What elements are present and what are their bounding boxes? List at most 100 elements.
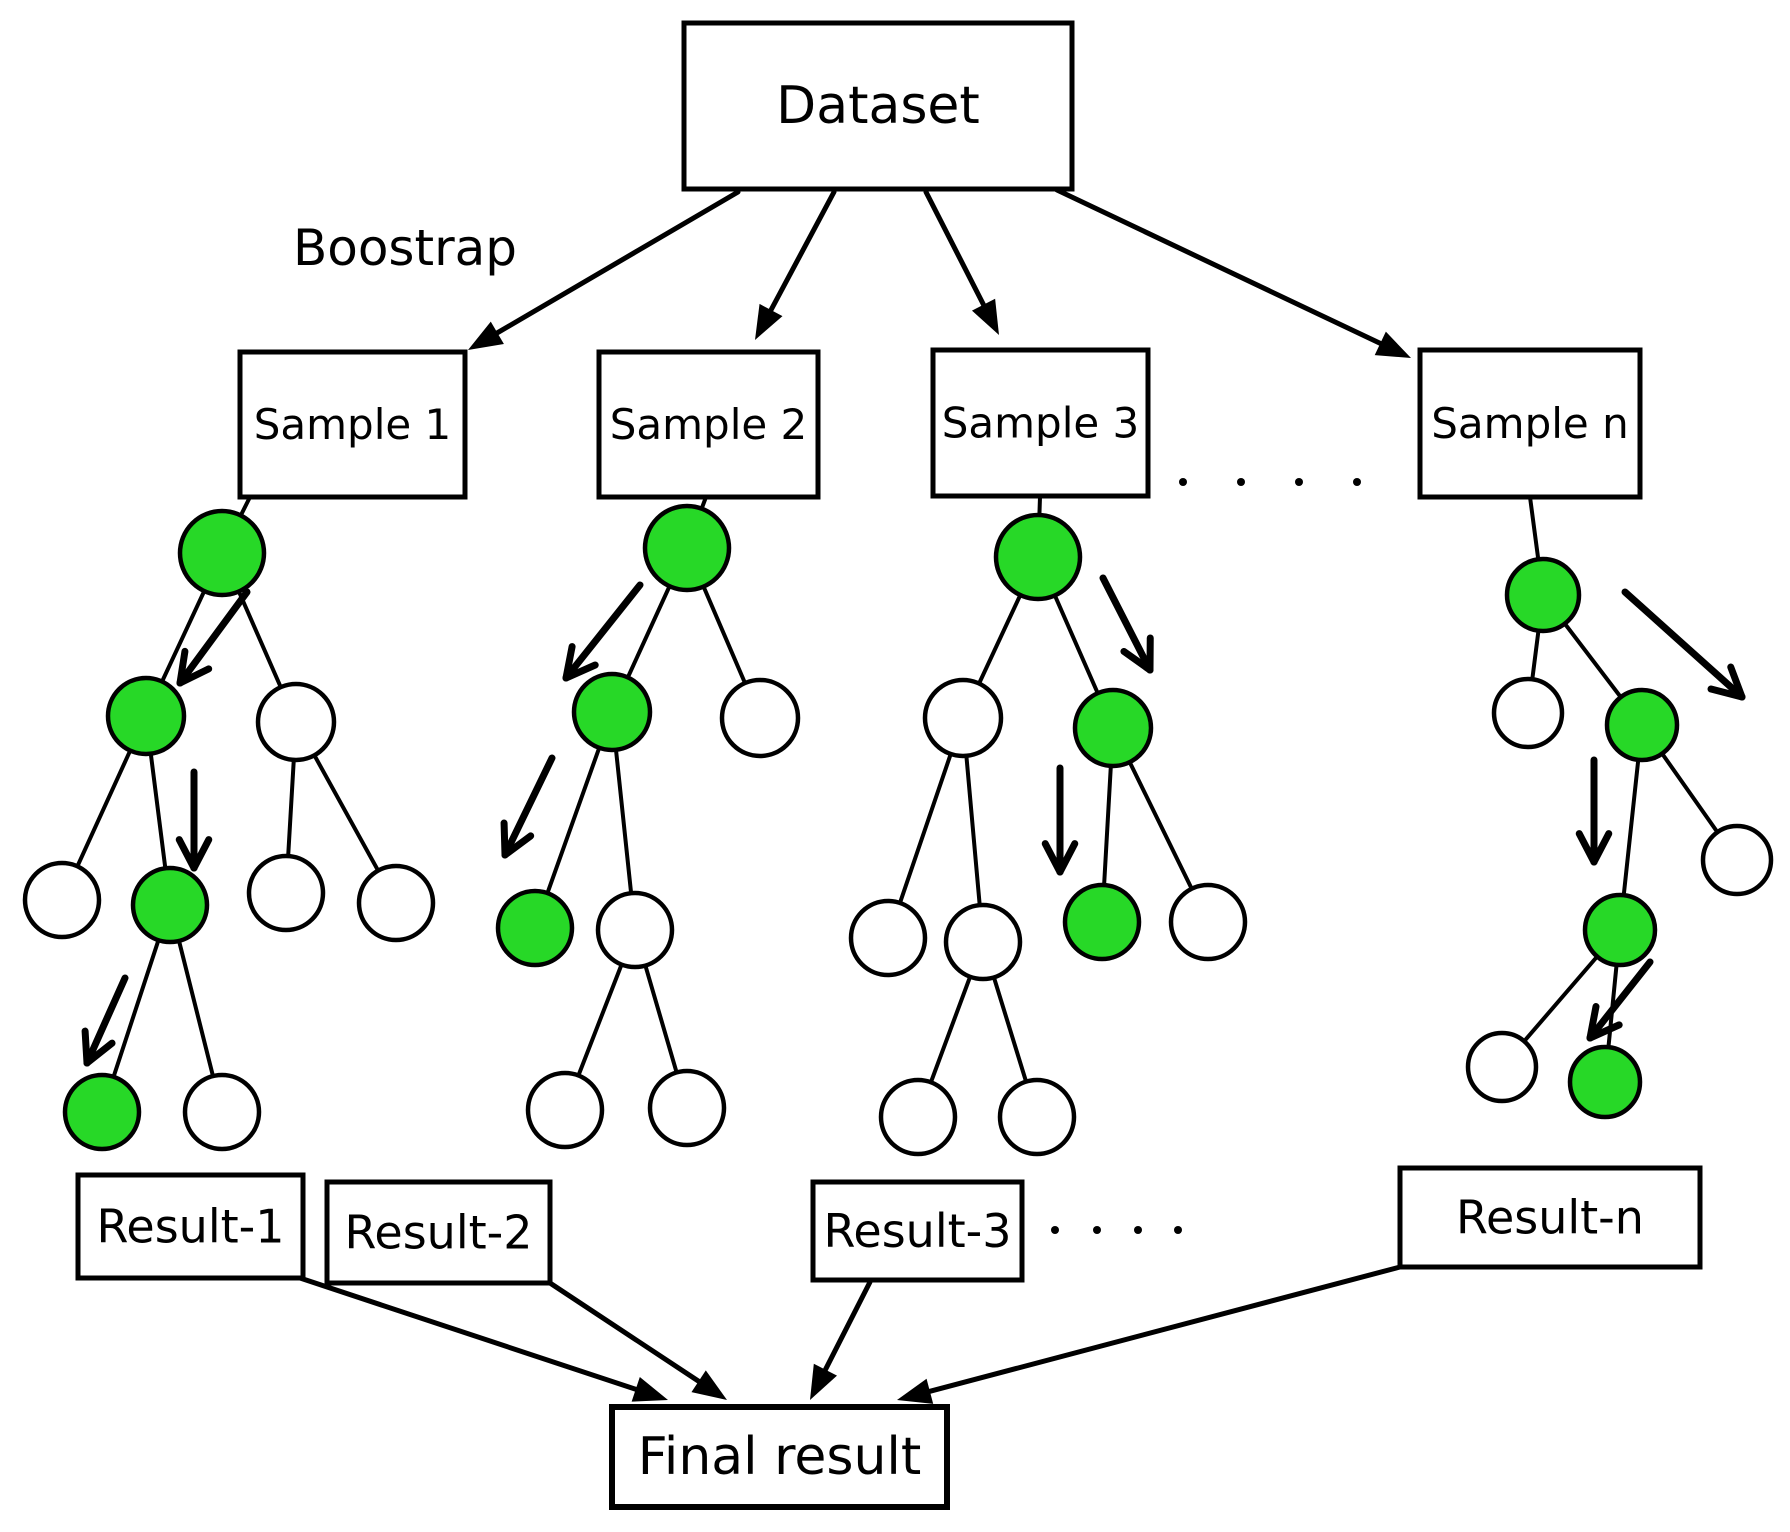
bootstrap-arrow-3-head: [971, 298, 999, 335]
result-3-label: Result-3: [824, 1204, 1012, 1258]
tree-3-path-arrow-2: [1041, 764, 1079, 876]
bootstrap-arrow-3: [923, 189, 999, 335]
ellipsis-results-dot-3: [1134, 1226, 1142, 1234]
sample-3-label: Sample 3: [942, 399, 1140, 448]
ellipsis-results-dot-4: [1174, 1226, 1182, 1234]
result-1-label: Result-1: [97, 1200, 285, 1254]
tree-2-node-1-highlighted: [642, 503, 732, 593]
tree-1-path-arrow-1: [176, 588, 251, 687]
result-arrow-3-shaft: [822, 1279, 873, 1373]
tree-1-node-8-highlighted: [62, 1072, 142, 1152]
tree-2-path-arrow-2-head-left: [500, 819, 509, 859]
bootstrap-label: Boostrap: [293, 219, 517, 277]
tree-1-path-arrow-1-shaft: [176, 588, 251, 687]
result-arrow-2: [547, 1280, 727, 1400]
ellipsis-results-dot-1: [1051, 1226, 1059, 1234]
tree-2-path-arrow-2: [500, 754, 556, 859]
tree-n-path-arrow-3-shaft: [1586, 958, 1654, 1042]
tree-1-path-arrow-2: [175, 768, 213, 872]
tree-n-node-2: [1491, 676, 1565, 750]
bootstrap-arrow-1: [468, 189, 741, 350]
tree-3-node-5: [943, 902, 1023, 982]
bootstrap-arrow-4: [1054, 187, 1411, 358]
bootstrap-arrow-2: [755, 189, 837, 340]
ellipsis-samples-row: [1179, 478, 1361, 486]
tree-3-node-7: [1168, 882, 1248, 962]
tree-2-node-3: [719, 677, 801, 759]
tree-1-node-4: [22, 860, 102, 940]
result-arrow-4: [897, 1264, 1403, 1404]
tree-1-node-3: [255, 681, 337, 763]
bootstrap-arrow-2-shaft: [768, 189, 837, 313]
tree-1-node-9: [182, 1072, 262, 1152]
tree-1-path-arrow-2-head-left: [175, 836, 198, 872]
final-result-label: Final result: [638, 1427, 922, 1487]
tree-1-node-5-highlighted: [130, 865, 210, 945]
tree-1-path-arrow-3: [81, 974, 129, 1067]
final-result-box: Final result: [609, 1404, 950, 1510]
tree-2-edges: [533, 495, 762, 1112]
result-arrow-3-head: [810, 1363, 837, 1400]
result-arrow-3: [810, 1279, 873, 1400]
ellipsis-results-dot-2: [1093, 1226, 1101, 1234]
ellipsis-samples-dot-3: [1295, 478, 1303, 486]
result-1-box: Result-1: [75, 1172, 306, 1281]
tree-2-path-arrow-2-shaft: [501, 754, 556, 859]
tree-3-nodes: [848, 512, 1248, 1157]
tree-1-node-6: [246, 853, 326, 933]
result-3-box-rect: [810, 1179, 1025, 1283]
tree-1-path-arrow-2-head-right: [190, 836, 213, 872]
tree-2-path-arrow-2-head-right: [501, 832, 535, 859]
result-arrow-4-shaft: [927, 1264, 1403, 1394]
tree-n-path-arrow-2: [1575, 756, 1613, 866]
ellipsis-samples-dot-4: [1353, 478, 1361, 486]
tree-2-node-7: [647, 1068, 727, 1148]
sample-2-label: Sample 2: [610, 400, 808, 449]
tree-2-node-2-highlighted: [571, 671, 653, 753]
bootstrap-arrow-3-shaft: [923, 189, 987, 308]
tree-2-path-arrow-1: [562, 581, 644, 682]
result-2-label: Result-2: [345, 1206, 533, 1260]
result-3-box: Result-3: [810, 1179, 1025, 1283]
result-arrow-1-head: [631, 1376, 668, 1402]
tree-3-node-6-highlighted: [1062, 882, 1142, 962]
tree-n-node-7-highlighted: [1567, 1044, 1643, 1120]
sample-n-box-rect: [1417, 347, 1643, 500]
bootstrap-arrow-4-shaft: [1054, 187, 1383, 346]
result-arrow-2-head: [691, 1370, 727, 1400]
result-arrow-1: [297, 1275, 668, 1402]
tree-n-path-arrow-1-head-left: [1707, 685, 1746, 701]
tree-n-path-arrow-3-head-right: [1586, 1021, 1623, 1042]
dataset-label: Dataset: [776, 76, 980, 136]
bootstrap-arrow-1-shaft: [494, 189, 741, 336]
result-arrow-1-shaft: [297, 1275, 639, 1392]
bootstrap-arrow-2-head: [755, 303, 783, 340]
result-n-label: Result-n: [1456, 1191, 1644, 1245]
tree-1-node-2-highlighted: [105, 675, 187, 757]
sample-3-box: Sample 3: [930, 347, 1151, 499]
result-1-box-rect: [75, 1172, 306, 1281]
final-result-box-rect: [609, 1404, 950, 1510]
tree-3-node-1-highlighted: [993, 512, 1083, 602]
sample-2-box-rect: [596, 349, 821, 500]
dataset-box: Dataset: [681, 20, 1075, 192]
tree-3-node-3-highlighted: [1072, 687, 1154, 769]
result-arrow-4-head: [897, 1378, 934, 1404]
bootstrap-arrow-4-head: [1374, 331, 1411, 358]
tree-3-path-arrow-2-head-left: [1041, 840, 1064, 876]
dataset-box-rect: [681, 20, 1075, 192]
tree-n-nodes: [1465, 556, 1774, 1120]
tree-2-node-6: [525, 1070, 605, 1150]
sample-1-box: Sample 1: [237, 349, 468, 500]
bootstrap-arrow-1-head: [468, 321, 504, 350]
tree-n-node-4-highlighted: [1582, 892, 1658, 968]
tree-1-path-arrow-3-shaft: [83, 974, 129, 1067]
ellipsis-samples-dot-1: [1179, 478, 1187, 486]
tree-2-path-arrow-1-head-left: [562, 643, 576, 682]
tree-3-node-9: [997, 1077, 1077, 1157]
tree-n-path-arrow-3: [1586, 958, 1654, 1042]
sample-n-label: Sample n: [1431, 399, 1628, 448]
sample-2-box: Sample 2: [596, 349, 821, 500]
